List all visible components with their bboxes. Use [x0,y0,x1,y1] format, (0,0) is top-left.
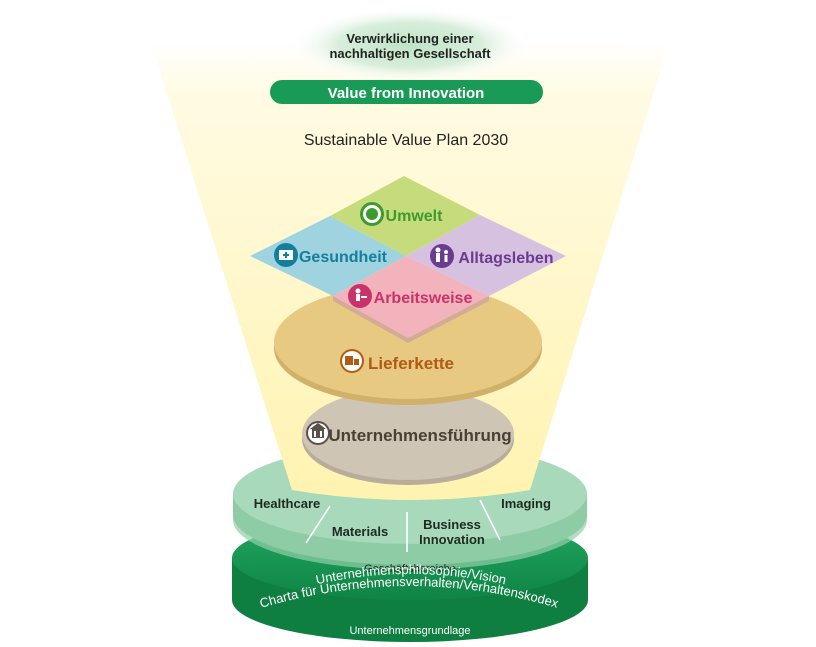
business-dividers [305,499,501,552]
business-imaging: Imaging [501,496,551,511]
business-areas-label: Geschäftsbereiche [364,563,456,575]
medical-kit-icon [274,243,298,267]
governance-icon [306,421,330,445]
globe-icon [360,202,384,226]
value-from-innovation-banner [270,80,543,104]
business-healthcare: Healthcare [254,496,320,511]
family-icon [430,244,454,268]
business-materials: Materials [332,524,388,539]
gesundheit-diamond [250,216,406,296]
governance-layer [302,388,514,485]
vision-line2: nachhaltigen Gesellschaft [329,46,491,61]
supply-chain-label: Lieferkette [368,354,454,373]
worker-icon [348,284,372,308]
arbeitsweise-label: Arbeitsweise [374,290,473,307]
umwelt-diamond [330,176,480,256]
business-innovation-line1: Business [423,517,481,532]
gesundheit-label: Gesundheit [299,249,388,266]
arbeitsweise-diamond [333,256,489,338]
supply-chain-icon [340,349,364,373]
supply-chain-layer [274,285,542,405]
governance-label: Unternehmensführung [328,426,511,445]
alltagsleben-label: Alltagsleben [458,250,553,267]
plan-title: Sustainable Value Plan 2030 [304,132,508,149]
alltagsleben-diamond [406,215,566,296]
banner-label: Value from Innovation [328,85,485,102]
business-innovation-line2: Innovation [419,532,485,547]
vision-glow [290,7,530,83]
foundation-label: Unternehmensgrundlage [349,625,470,637]
vision-line1: Verwirklichung einer [346,31,473,46]
umwelt-label: Umwelt [386,208,444,225]
